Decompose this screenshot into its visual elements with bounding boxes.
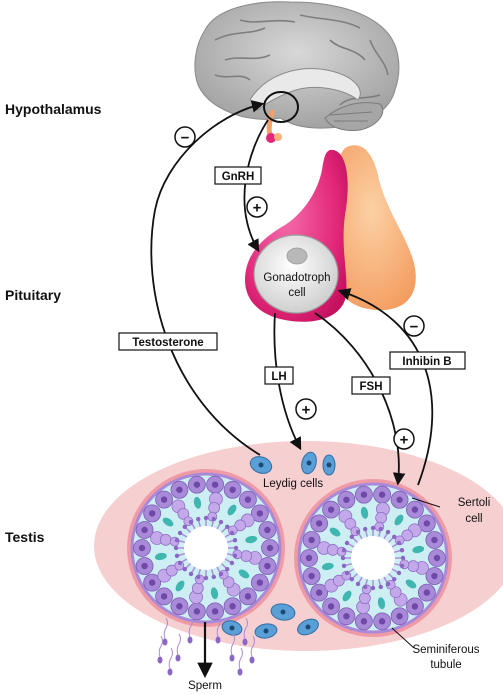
positive-sign-lh: + — [295, 398, 317, 420]
positive-sign-fsh: + — [393, 428, 415, 450]
sertoli-nucleus — [227, 504, 237, 516]
sperm-cell — [229, 633, 235, 662]
spermatocyte — [326, 544, 339, 556]
sertoli-nucleus — [342, 590, 352, 602]
brain — [194, 1, 400, 143]
seminiferous-tubule-left — [127, 469, 285, 627]
testosterone-label-box: Testosterone — [118, 332, 218, 351]
svg-text:LH: LH — [271, 371, 286, 383]
sperm-label: Sperm — [188, 680, 222, 692]
sertoli-nucleus — [210, 587, 219, 600]
sertoli-nucleus — [321, 562, 334, 571]
positive-sign-gnrh: + — [246, 196, 268, 218]
seminiferous-label-2: tubule — [430, 659, 461, 671]
sperm-cell — [157, 635, 163, 664]
gonadotroph-label-2: cell — [288, 287, 305, 299]
sperm-group — [157, 615, 255, 676]
sertoli-nucleus — [405, 579, 417, 589]
seminiferous-label-1: Seminiferous — [412, 644, 479, 656]
level-label-hypothalamus: Hypothalamus — [5, 101, 102, 117]
svg-text:−: − — [410, 319, 419, 336]
svg-text:+: + — [253, 200, 262, 217]
spermatocyte — [240, 550, 253, 562]
sertoli-label-2: cell — [465, 513, 482, 525]
sperm-cell — [167, 647, 173, 676]
spermatocyte — [401, 529, 414, 542]
sperm-cell — [187, 615, 193, 644]
svg-text:+: + — [302, 402, 311, 419]
spermatocyte — [192, 582, 204, 595]
sertoli-nucleus — [377, 597, 386, 610]
sertoli-nucleus — [394, 514, 404, 526]
sperm-cell — [215, 615, 221, 644]
sperm-cell — [162, 617, 168, 646]
sertoli-nucleus — [412, 545, 425, 554]
sperm-cell — [242, 617, 248, 646]
svg-text:−: − — [181, 130, 190, 147]
inhibin-b-label-box: Inhibin B — [389, 351, 466, 370]
spermatocyte — [177, 507, 190, 520]
spermatocyte — [208, 501, 220, 514]
negative-sign-hypothalamus: − — [174, 126, 196, 148]
spermatocyte — [222, 576, 235, 589]
gnrh-label-box: GnRH — [214, 166, 262, 185]
svg-text:+: + — [400, 432, 409, 449]
negative-sign-inhibin: − — [403, 315, 425, 337]
gonadotroph-cell — [253, 234, 339, 314]
sertoli-nucleus — [360, 506, 369, 519]
spermatocyte — [344, 517, 357, 530]
seminiferous-leader-line — [391, 627, 415, 649]
lh-label-box: LH — [264, 366, 294, 385]
spermatocyte — [165, 564, 178, 577]
level-label-testis: Testis — [5, 529, 45, 545]
svg-text:GnRH: GnRH — [222, 171, 255, 183]
sperm-cell — [249, 635, 255, 664]
sertoli-nucleus — [238, 569, 250, 579]
level-label-pituitary: Pituitary — [5, 287, 61, 303]
sertoli-nucleus — [154, 552, 167, 561]
sertoli-nucleus — [162, 517, 174, 527]
pituitary-gland: Gonadotroph cell — [245, 145, 416, 322]
sperm-cell — [175, 633, 181, 662]
seminiferous-tubule-right — [294, 479, 452, 637]
sertoli-leader-line — [411, 497, 441, 508]
gonadotroph-label-1: Gonadotroph — [263, 272, 330, 284]
sertoli-label-1: Sertoli — [458, 497, 491, 509]
sertoli-nucleus — [175, 580, 185, 592]
sertoli-nucleus — [193, 496, 202, 509]
svg-text:Testosterone: Testosterone — [132, 337, 203, 349]
leydig-cells-group — [221, 451, 336, 639]
gonadotroph-nucleus — [286, 247, 308, 265]
sertoli-nucleus — [329, 527, 341, 537]
spermatocyte — [234, 519, 247, 532]
sperm-cell — [237, 647, 243, 676]
spermatocyte — [359, 592, 371, 605]
spermatocyte — [159, 534, 172, 546]
sertoli-nucleus — [245, 535, 258, 544]
spermatocyte — [389, 586, 402, 599]
svg-text:FSH: FSH — [360, 381, 383, 393]
spermatocyte — [407, 560, 420, 572]
svg-text:Inhibin B: Inhibin B — [402, 356, 451, 368]
spermatocyte — [375, 511, 387, 524]
leydig-cells-label: Leydig cells — [263, 478, 323, 490]
testis: Leydig cells — [94, 441, 503, 651]
spermatocyte — [332, 574, 345, 587]
fsh-label-box: FSH — [351, 376, 391, 395]
gnrh-arrow — [243, 119, 269, 253]
testosterone-feedback-arrow — [150, 100, 265, 456]
